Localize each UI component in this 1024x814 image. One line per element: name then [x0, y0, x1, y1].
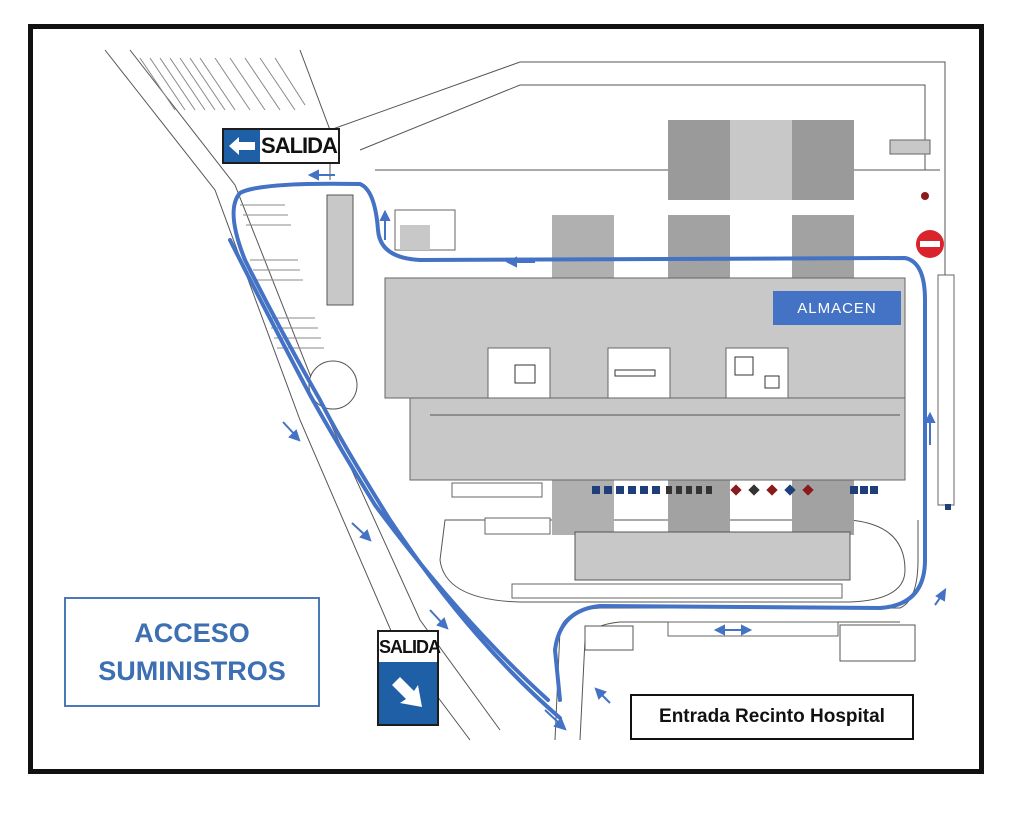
salida-bottom-text: SALIDA [379, 637, 441, 657]
dock-markers [592, 484, 878, 496]
gate-marker [921, 192, 929, 200]
small-structure-fill [400, 225, 430, 250]
acceso-line1: ACCESO [134, 618, 250, 648]
almacen-label: ALMACEN [773, 291, 901, 325]
roundabout [308, 360, 358, 410]
arrow-down-right-icon [379, 662, 437, 724]
salida-sign-bottom: SALIDA [377, 630, 441, 726]
salida-top-text: SALIDA [261, 133, 338, 158]
acceso-line2: SUMINISTROS [98, 656, 286, 686]
delivery-route [228, 181, 927, 720]
acceso-suministros-box: ACCESO SUMINISTROS [64, 597, 320, 707]
parking-top [139, 57, 306, 111]
small-marker [945, 504, 951, 510]
gate-structure [889, 139, 931, 155]
salida-sign-top: SALIDA [222, 128, 340, 164]
lower-building [484, 274, 955, 662]
entrada-recinto-label: Entrada Recinto Hospital [630, 694, 914, 740]
direction-arrows [282, 169, 947, 731]
side-building [326, 194, 354, 306]
no-entry-icon [916, 230, 944, 258]
arrow-left-icon [224, 130, 260, 162]
